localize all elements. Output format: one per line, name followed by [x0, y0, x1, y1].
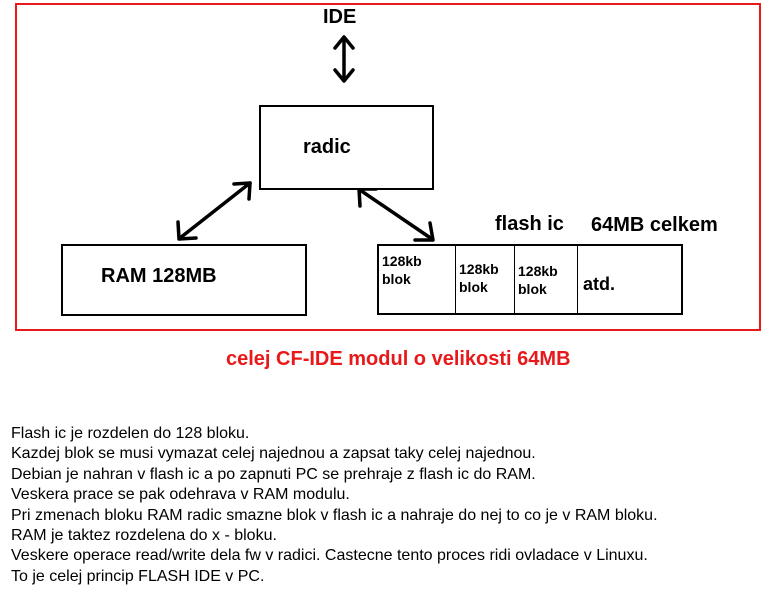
description-line: Veskere operace read/write dela fw v rad…	[11, 547, 648, 565]
module-frame	[15, 3, 761, 331]
description-line: Veskera prace se pak odehrava v RAM modu…	[11, 486, 350, 504]
flash-more-label: atd.	[583, 274, 616, 294]
description-line: Pri zmenach bloku RAM radic smazne blok …	[11, 506, 658, 524]
ide-label: IDE	[323, 6, 357, 28]
flash-block-label: blok	[459, 279, 488, 295]
flash-block-cell: 128kb blok	[515, 246, 578, 313]
flash-block-size: 128kb	[518, 263, 558, 279]
ide-arrow	[333, 35, 355, 83]
controller-ram-arrow	[176, 181, 252, 241]
description-line: Debian je nahran v flash ic a po zapnuti…	[11, 465, 536, 483]
flash-size-label: 64MB celkem	[591, 214, 718, 236]
flash-label: flash ic	[495, 213, 564, 235]
flash-block-label: blok	[382, 271, 411, 287]
flash-block-size: 128kb	[459, 261, 499, 277]
description-line: Kazdej blok se musi vymazat celej najedn…	[11, 445, 536, 463]
description-line: Flash ic je rozdelen do 128 bloku.	[11, 425, 250, 442]
flash-box: 128kb blok 128kb blok 128kb blok atd.	[377, 244, 683, 315]
module-caption: celej CF-IDE modul o velikosti 64MB	[226, 348, 571, 370]
ram-label: RAM 128MB	[101, 265, 217, 287]
description-text: Flash ic je rozdelen do 128 bloku. Kazde…	[11, 424, 658, 587]
controller-flash-arrow	[357, 187, 435, 242]
description-line: To je celej princip FLASH IDE v PC.	[11, 567, 265, 585]
ram-box: RAM 128MB	[61, 244, 307, 316]
flash-block-size: 128kb	[382, 253, 422, 269]
flash-block-cell: 128kb blok	[456, 246, 515, 313]
controller-label: radic	[303, 136, 351, 158]
flash-block-cell: 128kb blok	[379, 246, 456, 313]
flash-block-label: blok	[518, 281, 547, 297]
description-line: RAM je taktez rozdelena do x - bloku.	[11, 527, 277, 545]
controller-box: radic	[259, 105, 434, 190]
